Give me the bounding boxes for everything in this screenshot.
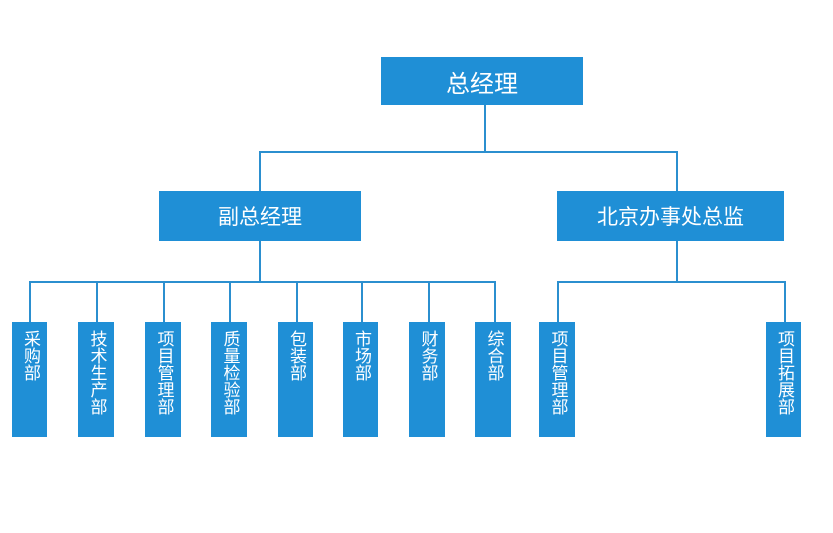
- connector-line: [259, 151, 678, 153]
- connector-line: [259, 241, 261, 282]
- connector-line: [163, 281, 165, 322]
- deputy-general-manager-label: 副总经理: [218, 205, 302, 229]
- department-procurement: 采购部: [12, 322, 47, 437]
- general-manager-label: 总经理: [446, 69, 518, 98]
- connector-line: [494, 281, 496, 322]
- department-packaging: 包装部: [278, 322, 313, 437]
- department-label: 包装部: [286, 330, 306, 381]
- connector-line: [96, 281, 98, 322]
- department-label: 项目管理部: [547, 330, 568, 415]
- connector-line: [676, 241, 678, 282]
- deputy-general-manager-box: 副总经理: [159, 191, 361, 241]
- connector-line: [259, 151, 261, 191]
- department-marketing: 市场部: [343, 322, 378, 437]
- general-manager-box: 总经理: [381, 57, 583, 105]
- department-general-affairs: 综合部: [475, 322, 511, 437]
- department-label: 综合部: [483, 330, 504, 381]
- connector-line: [428, 281, 430, 322]
- department-label: 采购部: [20, 330, 40, 381]
- department-label: 市场部: [351, 330, 371, 381]
- beijing-office-director-box: 北京办事处总监: [557, 191, 784, 241]
- connector-line: [676, 151, 678, 191]
- department-label: 技术生产部: [86, 330, 107, 415]
- department-project-management-bj: 项目管理部: [539, 322, 575, 437]
- connector-line: [557, 281, 786, 283]
- connector-line: [557, 281, 559, 322]
- department-label: 质量检验部: [219, 330, 240, 415]
- connector-line: [296, 281, 298, 322]
- connector-line: [29, 281, 31, 322]
- connector-line: [29, 281, 496, 283]
- connector-line: [784, 281, 786, 322]
- connector-line: [361, 281, 363, 322]
- department-project-expansion: 项目拓展部: [766, 322, 801, 437]
- department-label: 项目管理部: [153, 330, 174, 415]
- department-label: 项目拓展部: [774, 330, 794, 415]
- department-quality-inspection: 质量检验部: [211, 322, 247, 437]
- department-tech-production: 技术生产部: [78, 322, 114, 437]
- department-finance: 财务部: [409, 322, 445, 437]
- department-project-management: 项目管理部: [145, 322, 181, 437]
- connector-line: [229, 281, 231, 322]
- beijing-office-director-label: 北京办事处总监: [597, 205, 744, 229]
- department-label: 财务部: [417, 330, 438, 381]
- connector-line: [484, 105, 486, 152]
